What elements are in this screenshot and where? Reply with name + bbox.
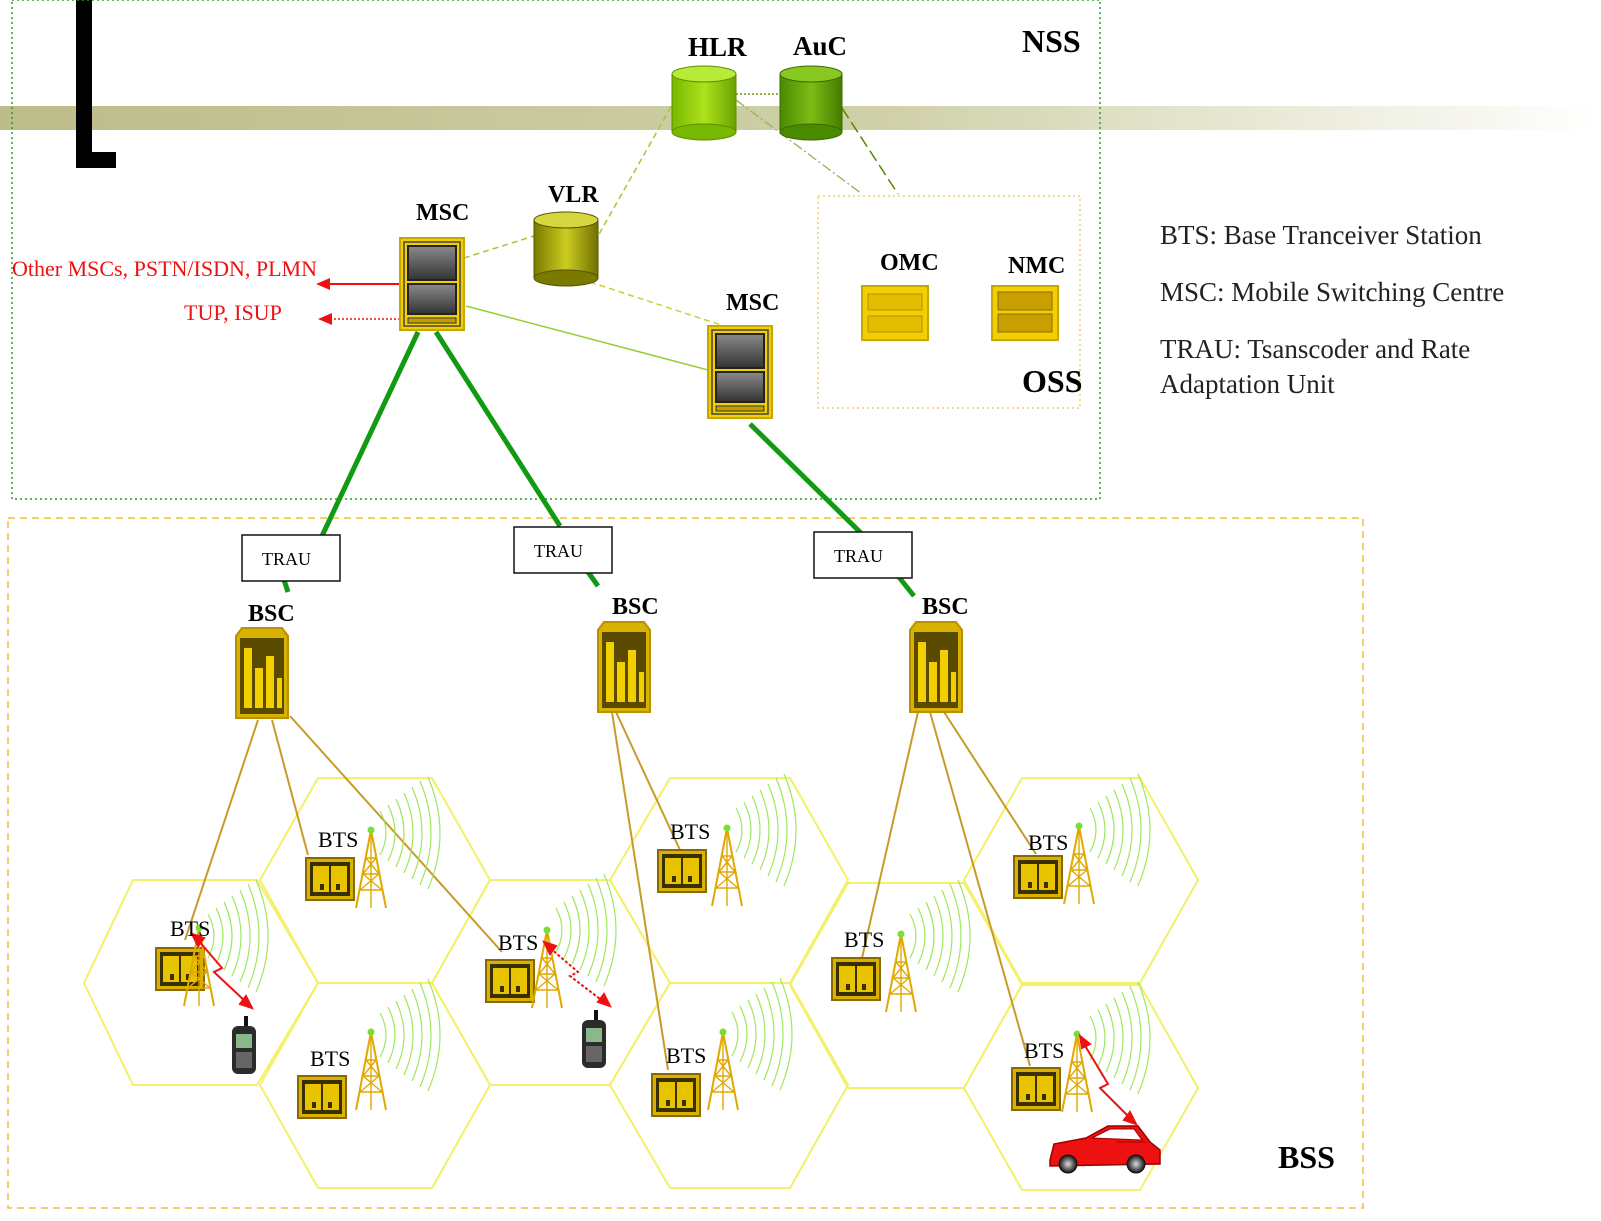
hex-cell [82, 879, 320, 1086]
external-protocols-label: TUP, ISUP [184, 300, 282, 325]
bsc-label-3: BSC [922, 594, 969, 620]
msc-switch-2 [707, 325, 773, 419]
trau-label-2: TRAU [534, 541, 583, 561]
link-auc-oss [841, 107, 899, 195]
hlr-database [671, 65, 737, 141]
omc-label: OMC [880, 250, 939, 276]
bsc-bts-links [184, 711, 1037, 1071]
bts-cabinet [305, 857, 355, 901]
bsc-label-1: BSC [248, 601, 295, 627]
hex-cell [258, 777, 492, 984]
region-label-bss: BSS [1278, 1139, 1335, 1175]
title-marker-foot [76, 152, 116, 168]
mobile-phone-icon [232, 1016, 256, 1074]
legend-msc: MSC: Mobile Switching Centre [1160, 277, 1505, 307]
nss-region [11, 0, 1101, 500]
region-label-oss: OSS [1022, 363, 1082, 399]
link-vlr-msc2 [589, 281, 725, 327]
mobile-phone-icon [582, 1010, 606, 1068]
omc-terminal [861, 285, 929, 341]
hex-cell [430, 879, 672, 1086]
cell-grid [82, 777, 1200, 1191]
node-labels: NSS OSS BSS HLR AuC VLR MSC MSC OMC NMC … [12, 23, 1335, 1175]
bsc-rack-1 [235, 627, 289, 719]
nss-links [463, 93, 899, 371]
antenna-tower-icon [1063, 821, 1095, 905]
bts-label: BTS [1028, 830, 1068, 855]
hex-cell [962, 984, 1200, 1191]
msc-label-2: MSC [726, 290, 779, 316]
bts-label: BTS [844, 927, 884, 952]
oss-region [817, 195, 1081, 409]
msc-label-1: MSC [416, 200, 469, 226]
trau-box-3 [813, 531, 913, 579]
bts-cabinet [1013, 855, 1063, 899]
hex-cell [608, 982, 850, 1189]
hex-cell [962, 777, 1200, 984]
antenna-tower-icon [885, 929, 917, 1013]
external-arrows [316, 278, 400, 325]
bts-cabinet [831, 957, 881, 1001]
bts-site-2 [155, 879, 269, 1007]
bsc-label-2: BSC [612, 594, 659, 620]
bts-label: BTS [498, 930, 538, 955]
bts-label: BTS [670, 819, 710, 844]
link-hlr-vlr [597, 97, 677, 237]
antenna-tower-icon [711, 823, 743, 907]
bsc-rack-2 [597, 621, 651, 713]
bts-cabinet [485, 959, 535, 1003]
bts-cabinet [657, 849, 707, 893]
legend-trau-line1: TRAU: Tsanscoder and Rate [1160, 334, 1471, 364]
nmc-terminal [991, 285, 1059, 341]
trunk-links [281, 330, 916, 598]
vlr-label: VLR [548, 182, 599, 208]
external-networks-label: Other MSCs, PSTN/ISDN, PLMN [12, 256, 317, 281]
nmc-label: NMC [1008, 253, 1065, 279]
trau-box-2 [513, 526, 613, 574]
bts-label: BTS [1024, 1038, 1064, 1063]
bts-cabinet [651, 1073, 701, 1117]
bsc-rack-3 [909, 621, 963, 713]
legend-trau-line2: Adaptation Unit [1160, 369, 1335, 399]
bts-cabinet [155, 947, 205, 991]
auc-database [779, 65, 843, 141]
antenna-tower-icon [355, 825, 387, 909]
antenna-tower-icon [707, 1027, 739, 1111]
trau-box-1 [241, 534, 341, 582]
link-msc1-msc2 [465, 305, 709, 371]
bss-region [7, 517, 1364, 1209]
hlr-label: HLR [688, 32, 747, 62]
bts-label: BTS [170, 916, 210, 941]
auc-label: AuC [793, 31, 847, 61]
link-hlr-oss [735, 99, 863, 195]
vlr-database [533, 211, 599, 287]
trau-label-3: TRAU [834, 546, 883, 566]
legend-bts: BTS: Base Tranceiver Station [1160, 220, 1482, 250]
bts-label: BTS [310, 1046, 350, 1071]
link-msc1-vlr [463, 235, 535, 259]
radio-links [190, 932, 1138, 1126]
bts-cabinet [1011, 1067, 1061, 1111]
bts-label: BTS [318, 827, 358, 852]
trau-label-1: TRAU [262, 549, 311, 569]
antenna-tower-icon [355, 1027, 387, 1111]
car-icon [1049, 1125, 1161, 1174]
bts-label: BTS [666, 1043, 706, 1068]
bts-cabinet [297, 1075, 347, 1119]
title-marker-vertical [76, 0, 92, 168]
msc-switch-1 [399, 237, 465, 331]
region-label-nss: NSS [1022, 23, 1081, 59]
